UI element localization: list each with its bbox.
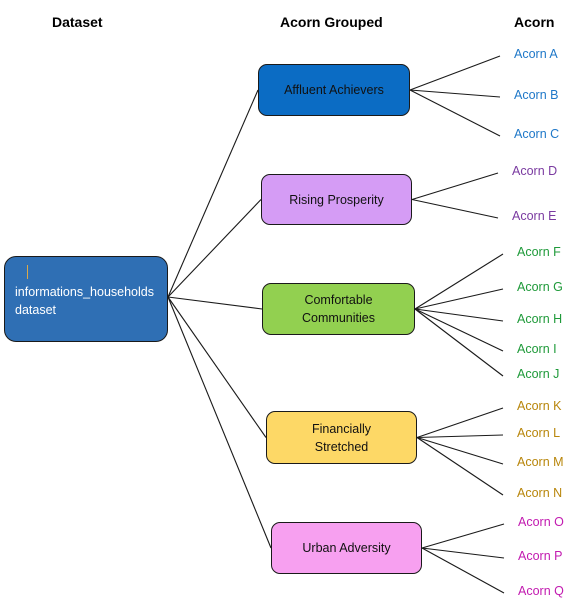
connector-group-to-acorn xyxy=(414,308,504,352)
acorn-leaf-label: Acorn P xyxy=(518,549,563,563)
connector-group-to-acorn xyxy=(414,308,504,377)
connector-root-to-group xyxy=(167,296,263,310)
group-label: Affluent Achievers xyxy=(284,83,384,97)
connector-group-to-acorn xyxy=(414,253,504,310)
root-node-dataset: informations_households dataset xyxy=(4,256,168,342)
connector-group-to-acorn xyxy=(414,288,504,310)
group-label: Urban Adversity xyxy=(302,541,391,555)
group-node: Rising Prosperity xyxy=(261,174,412,225)
acorn-leaf-label: Acorn O xyxy=(518,515,564,529)
connector-root-to-group xyxy=(167,89,259,298)
connector-root-to-group xyxy=(167,199,262,298)
connector-group-to-acorn xyxy=(416,437,504,496)
connector-group-to-acorn xyxy=(409,89,501,137)
acorn-leaf-label: Acorn Q xyxy=(518,584,564,598)
text-cursor xyxy=(27,265,28,279)
connector-root-to-group xyxy=(167,296,272,549)
connector-group-to-acorn xyxy=(411,172,499,201)
connector-group-to-acorn xyxy=(411,198,499,219)
root-label-line1: informations_households xyxy=(15,285,154,299)
acorn-leaf-label: Acorn A xyxy=(514,47,558,61)
header-acorn: Acorn xyxy=(514,14,555,30)
group-node: Affluent Achievers xyxy=(258,64,410,116)
acorn-leaf-label: Acorn H xyxy=(517,312,563,326)
connector-group-to-acorn xyxy=(421,547,505,559)
acorn-leaf-label: Acorn M xyxy=(517,455,564,469)
acorn-leaf-label: Acorn L xyxy=(517,426,561,440)
acorn-leaf-label: Acorn F xyxy=(517,245,561,259)
acorn-leaf-label: Acorn N xyxy=(517,486,563,500)
acorn-leaf-label: Acorn B xyxy=(514,88,559,102)
group-node: Comfortable Communities xyxy=(262,283,415,335)
acorn-leaf-label: Acorn G xyxy=(517,280,563,294)
connector-root-to-group xyxy=(167,296,267,438)
group-node: Financially Stretched xyxy=(266,411,417,464)
connector-group-to-acorn xyxy=(416,434,504,439)
acorn-leaf-label: Acorn E xyxy=(512,209,557,223)
connector-group-to-acorn xyxy=(416,436,504,465)
group-label: Comfortable Communities xyxy=(302,293,375,325)
connector-group-to-acorn xyxy=(416,407,504,439)
header-acorn-grouped: Acorn Grouped xyxy=(280,14,383,30)
acorn-leaf-label: Acorn K xyxy=(517,399,562,413)
connector-group-to-acorn xyxy=(421,547,505,594)
acorn-leaf-label: Acorn I xyxy=(517,342,557,356)
acorn-leaf-label: Acorn C xyxy=(514,127,560,141)
acorn-leaf-label: Acorn J xyxy=(517,367,560,381)
connector-group-to-acorn xyxy=(409,89,501,98)
root-label-line2: dataset xyxy=(15,303,57,317)
header-dataset: Dataset xyxy=(52,14,103,30)
acorn-leaf-label: Acorn D xyxy=(512,164,558,178)
group-node: Urban Adversity xyxy=(271,522,422,574)
group-label: Rising Prosperity xyxy=(289,192,384,207)
connector-group-to-acorn xyxy=(409,55,501,91)
connector-group-to-acorn xyxy=(421,523,505,549)
connector-group-to-acorn xyxy=(414,308,504,322)
group-label: Financially Stretched xyxy=(311,421,372,454)
